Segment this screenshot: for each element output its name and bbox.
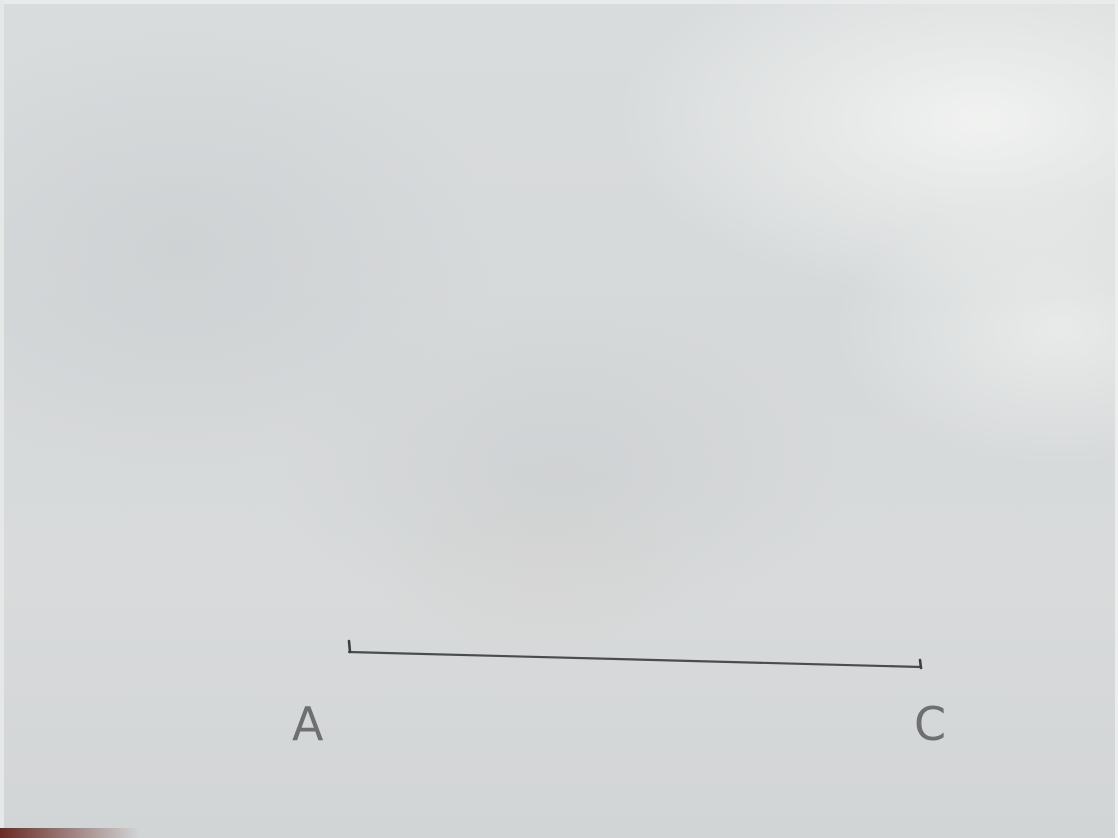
endpoint-tick-c	[918, 658, 923, 670]
endpoint-tick-a	[347, 639, 352, 654]
line-segment-ac	[347, 650, 923, 669]
point-label-a: A	[292, 697, 324, 751]
paper-edge-left	[0, 0, 4, 838]
point-label-c: C	[914, 697, 946, 751]
paper-edge-top	[0, 0, 1118, 4]
table-corner	[0, 828, 140, 838]
paper-edge-right	[1115, 0, 1118, 838]
